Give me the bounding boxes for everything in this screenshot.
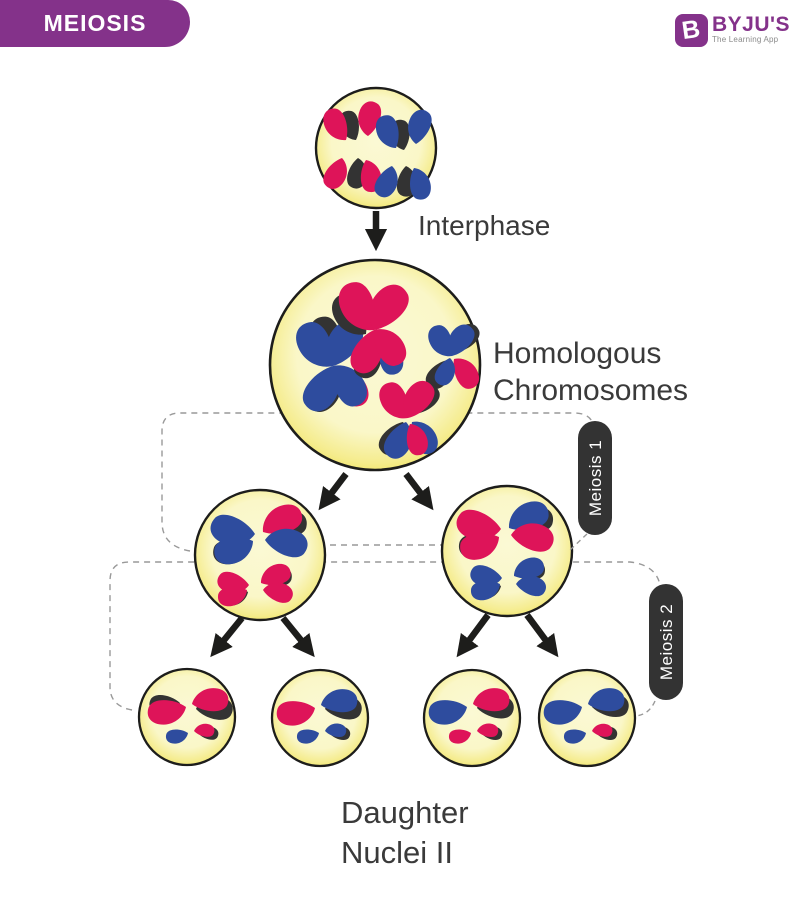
meiosis-1-pill: Meiosis 1 [578, 421, 612, 535]
stage-brackets [109, 412, 661, 711]
arrow-meiosis1-right [403, 472, 434, 511]
interphase-label: Interphase [418, 210, 551, 241]
arrow-meiosis2-4 [524, 613, 559, 658]
homologous-line2: Chromosomes [493, 374, 689, 407]
page-title: MEIOSIS [43, 10, 147, 36]
meiosis-1-pill-bg [578, 421, 612, 535]
meiosis1-bracket [161, 412, 595, 552]
daughter-line2: Nuclei II [341, 835, 453, 870]
stage-leaders [569, 533, 656, 717]
meiosis-banner: MEIOSIS [0, 0, 190, 47]
byjus-logo[interactable]: B BYJU'S The Learning App [674, 14, 790, 47]
arrow-meiosis2-3 [456, 613, 491, 658]
meiosis2-pill-leader [634, 700, 656, 717]
flow-arrows [210, 211, 559, 658]
homologous-chromosomes-label: Homologous Chromosomes [493, 335, 688, 409]
meiosis2-bracket [109, 561, 661, 711]
byjus-b-icon: B [674, 14, 708, 47]
meiosis-2-pill: Meiosis 2 [649, 584, 683, 700]
arrow-meiosis2-1 [210, 615, 245, 658]
daughter-nuclei-label: Daughter Nuclei II [341, 793, 469, 873]
meiosis1-pill-leader [569, 533, 588, 551]
meiosis-2-pill-bg [649, 584, 683, 700]
meiosis-2-label: Meiosis 2 [657, 604, 676, 680]
homologous-line1: Homologous [493, 337, 662, 370]
byjus-logo-text: BYJU'S The Learning App [712, 14, 790, 44]
byjus-brand-name: BYJU'S [711, 13, 790, 36]
arrow-meiosis2-2 [280, 615, 315, 658]
arrow-meiosis1-left [318, 472, 349, 511]
daughter-line1: Daughter [341, 795, 469, 830]
meiosis-1-label: Meiosis 1 [586, 440, 605, 516]
byjus-tagline: The Learning App [711, 35, 779, 44]
